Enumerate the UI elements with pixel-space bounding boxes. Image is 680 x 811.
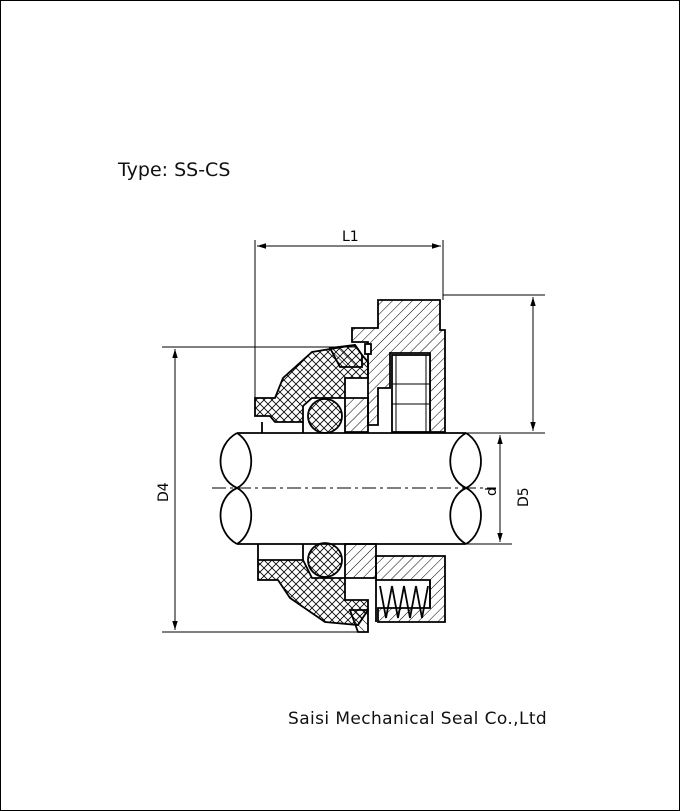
seal-upper-half (254, 299, 446, 434)
dimension-d5: D5 (443, 294, 545, 507)
company-name: Saisi Mechanical Seal Co.,Ltd (288, 709, 547, 729)
dimension-d4: D4 (156, 346, 358, 633)
seal-lower-half (257, 542, 446, 633)
dimension-label-d4: D4 (156, 482, 172, 502)
type-title: Type: SS-CS (117, 159, 230, 181)
dimension-label-l1: L1 (342, 229, 359, 245)
dimension-label-d5: D5 (516, 487, 532, 507)
dimension-d: d (466, 432, 512, 545)
dimension-l1: L1 (254, 229, 444, 398)
dimension-label-d: d (484, 487, 500, 496)
